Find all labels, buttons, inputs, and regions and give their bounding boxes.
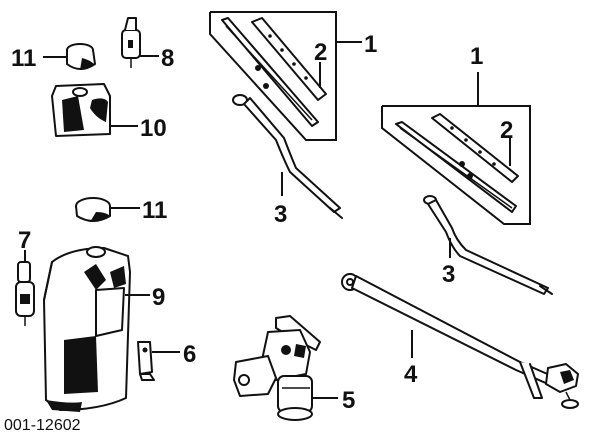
callout-wiper-blade-left: 1 xyxy=(364,31,377,58)
callout-wiper-linkage: 4 xyxy=(404,361,418,388)
callout-washer-reservoir: 9 xyxy=(152,284,165,311)
wiper-arm-left xyxy=(232,94,343,219)
callout-pump-bracket: 6 xyxy=(183,341,196,368)
callout-wiper-arm-left: 3 xyxy=(274,201,287,228)
wiper-motor xyxy=(233,315,338,421)
filler-cap-mid xyxy=(75,197,140,222)
filler-cap-top xyxy=(43,43,96,70)
washer-pump xyxy=(15,250,35,326)
callout-filler-cap-mid: 11 xyxy=(142,197,167,224)
wiper-linkage xyxy=(341,273,579,409)
pump-bracket xyxy=(137,341,180,381)
wiper-blade-assembly-right xyxy=(381,72,531,225)
figure-code: 001-12602 xyxy=(4,417,81,434)
wiper-blade-assembly-left xyxy=(209,11,362,141)
reservoir-cover xyxy=(51,83,138,137)
callout-filler-cap-top: 11 xyxy=(11,45,36,72)
callout-wiper-insert-left: 2 xyxy=(314,39,327,66)
callout-wiper-blade-right: 1 xyxy=(470,43,483,70)
wiper-arm-right xyxy=(423,195,553,295)
callout-rear-washer-pump: 8 xyxy=(161,45,174,72)
callout-wiper-motor: 5 xyxy=(342,387,355,414)
rear-washer-pump xyxy=(121,17,159,68)
callout-washer-pump: 7 xyxy=(18,227,31,254)
callout-reservoir-cover: 10 xyxy=(140,115,167,142)
callout-wiper-insert-right: 2 xyxy=(500,117,513,144)
washer-reservoir xyxy=(43,246,150,412)
callout-wiper-arm-right: 3 xyxy=(442,261,455,288)
